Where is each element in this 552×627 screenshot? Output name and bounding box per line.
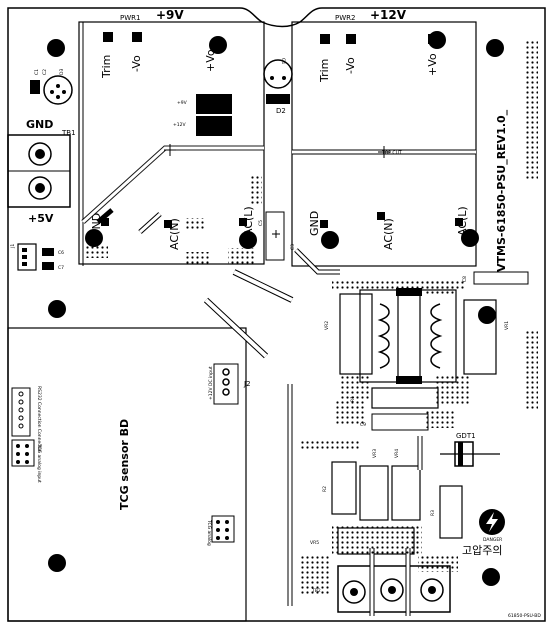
vr1-label: VR1: [504, 321, 510, 330]
mounting-hole-top-left: [47, 39, 65, 57]
d3-label: D3: [59, 69, 65, 75]
mounting-hole-mid-right: [478, 306, 496, 324]
r3-label: R3: [430, 510, 436, 516]
pwr1-jumper-12v: [196, 116, 232, 136]
tb1-terminal: GND TB1 +5V: [7, 118, 76, 225]
c7-label: C7: [58, 265, 64, 271]
c8-label: C8: [462, 276, 468, 282]
mounting-hole-pwr1-bl: [85, 229, 103, 247]
pwr1-trim: Trim: [100, 55, 113, 79]
pwr2-trim: Trim: [318, 59, 331, 83]
pwr1-neg-vo: -Vo: [130, 55, 143, 72]
d3-component: C1 C2 D3: [30, 69, 73, 105]
gdt1: GDT1: [440, 432, 500, 467]
vr3-label: VR3: [372, 449, 378, 458]
mounting-hole-pwr2-bl: [321, 231, 339, 249]
pwr1-outline: [78, 21, 265, 265]
pwr1-module: PWR1 +9V Trim -Vo +Vo +9V +12V GND AC(N)…: [78, 8, 265, 266]
d2-label: D2: [276, 107, 286, 115]
board-outline: [7, 7, 546, 622]
mounting-hole-bottom-right: [482, 568, 500, 586]
pwr2-cut-label: TOP CUT: [381, 150, 402, 156]
c6-label: C6: [58, 250, 64, 256]
pwr2-gnd: GND: [308, 211, 321, 236]
warning-text: 고압주의: [462, 544, 502, 557]
tcg-analog-label: TCG analog: [206, 519, 212, 546]
mounting-hole-pwr1-br: [239, 231, 257, 249]
rs232-label: RS232 Connection Connector: [36, 386, 42, 452]
pwr2-outline: [291, 21, 477, 267]
c2-label: C2: [42, 69, 48, 75]
pwr2-pos-vo: +Vo: [426, 53, 439, 76]
dc-input-label: +12V DC input: [208, 366, 214, 400]
mounting-hole-bottom-left: [48, 554, 66, 572]
tb2-terminal: TB2: [311, 548, 451, 616]
pwr1-jumper-9v: [196, 94, 232, 114]
c5-c3-caps: C5 C3: [258, 211, 296, 261]
tb1-label: TB1: [61, 129, 76, 137]
pwr1-voltage: +9V: [156, 8, 184, 22]
pwr1-jumper-9v-label: +9V: [177, 100, 188, 106]
pwr1-ac-l: AC(L): [242, 206, 255, 236]
j1-connector: J1 C6 C7: [10, 243, 64, 271]
vr5-label: VR5: [310, 540, 319, 546]
cut-slots: [203, 248, 340, 606]
j2-label: J2: [243, 380, 251, 388]
gdt1-label: GDT1: [456, 432, 476, 440]
mounting-hole-pwr2-br: [461, 229, 479, 247]
vr4-label: VR4: [394, 449, 400, 458]
tcg-analog-input-label: TCG analog input: [36, 443, 42, 483]
c4-capacitor: C4 D2: [263, 58, 293, 115]
footer-code: 61850-PSU-BD: [508, 613, 541, 619]
pwr2-label: PWR2: [335, 14, 355, 22]
c4-label: C4: [280, 58, 286, 64]
tcg-sensor-title: TCG sensor BD: [118, 419, 131, 510]
c9-label: C9: [360, 422, 366, 428]
pwr1-jumper-12v-label: +12V: [173, 122, 186, 128]
mounting-hole-mid-left: [48, 300, 66, 318]
pwr1-pos-vo: +Vo: [204, 49, 217, 72]
tb1-gnd: GND: [26, 118, 53, 131]
r2-label: R2: [322, 486, 328, 492]
pwr2-ac-n: AC(N): [382, 218, 395, 250]
vr2-label: VR2: [324, 321, 330, 330]
pwr2-neg-vo: -Vo: [344, 57, 357, 74]
c3-label: C3: [290, 244, 296, 250]
mounting-hole-pwr1-tr: [209, 36, 227, 54]
board-title: VTMS-61850-PSU_REV1.0_: [495, 109, 508, 272]
pwr2-voltage: +12V: [370, 8, 407, 22]
c5-label: C5: [258, 220, 264, 226]
j1-label: J1: [10, 244, 16, 249]
pwr1-label: PWR1: [120, 14, 140, 22]
mounting-hole-top-right: [486, 39, 504, 57]
tcg-sensor-board: TCG sensor BD RS232 Connection Connector…: [7, 327, 251, 622]
c1-label: C1: [34, 69, 40, 75]
pwr2-module: PWR2 +12V Trim -Vo +Vo GND AC(N) AC(L) T…: [291, 8, 477, 267]
via-clusters: [84, 40, 538, 596]
danger-label: DANGER: [483, 537, 502, 543]
warning-badge: DANGER 고압주의: [462, 509, 505, 557]
tb1-5v: +5V: [28, 212, 54, 225]
